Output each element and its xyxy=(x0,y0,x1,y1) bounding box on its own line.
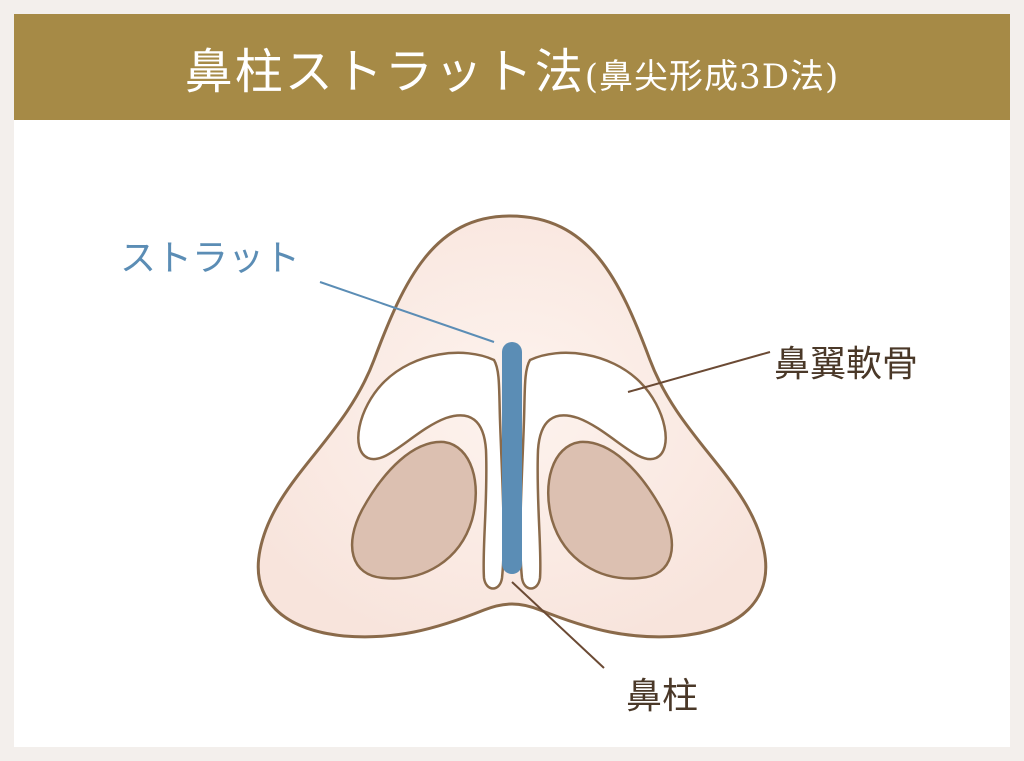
nose-diagram: ストラット 鼻翼軟骨 鼻柱 xyxy=(120,214,918,717)
nostril-left xyxy=(350,440,478,580)
columella-label: 鼻柱 xyxy=(626,676,698,717)
page-title: 鼻柱ストラット法(鼻尖形成3D法) xyxy=(185,32,839,102)
strut-graft xyxy=(502,342,522,574)
title-sub: (鼻尖形成3D法) xyxy=(584,57,840,97)
diagram-card: 鼻柱ストラット法(鼻尖形成3D法) xyxy=(14,14,1010,747)
strut-label: ストラット xyxy=(120,238,300,279)
title-main: 鼻柱ストラット法 xyxy=(184,44,585,100)
title-bar: 鼻柱ストラット法(鼻尖形成3D法) xyxy=(14,14,1010,120)
nostril-right xyxy=(546,440,674,580)
columella-leader-line xyxy=(511,581,605,669)
alar-cartilage-leader-line xyxy=(627,351,771,393)
strut-leader-line xyxy=(319,281,495,343)
alar-cartilage-label: 鼻翼軟骨 xyxy=(774,344,918,385)
